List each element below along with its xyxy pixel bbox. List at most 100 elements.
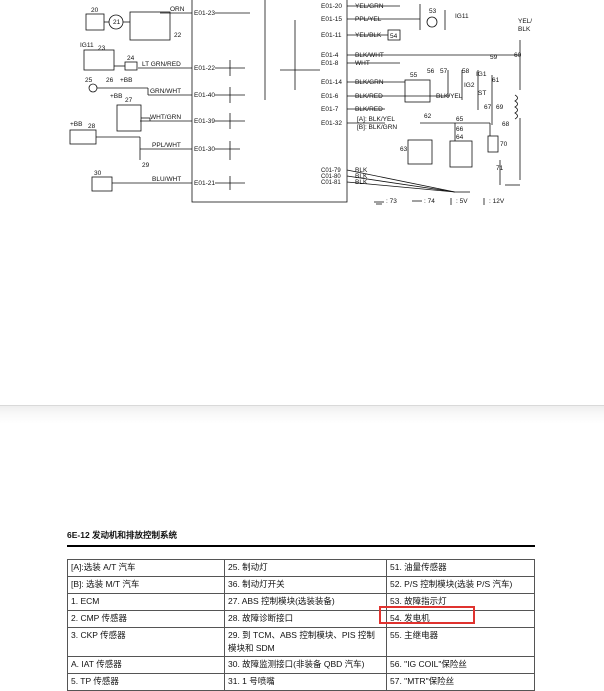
ecm-pin-label: E01-21	[194, 180, 215, 187]
wire-label: BLK/RED	[355, 106, 383, 113]
table-cell: 3. CKP 传感器	[67, 627, 225, 657]
table-cell: [B]: 选装 M/T 汽车	[67, 576, 225, 594]
table-cell: 29. 到 TCM、ABS 控制模块、PIS 控制模块和 SDM	[224, 627, 387, 657]
component-number: 64	[456, 134, 464, 141]
ecm-pin-label: E01-22	[194, 65, 215, 72]
table-row: A. IAT 传感器 30. 故障监测接口(非装备 QBD 汽车) 56. "I…	[67, 656, 535, 674]
component-number: 54	[390, 33, 398, 40]
ecm-pin-label: E01-14	[321, 79, 342, 86]
component-64-box	[449, 140, 473, 168]
table-cell: 30. 故障监测接口(非装备 QBD 汽车)	[224, 656, 387, 674]
misc-label: IG11	[455, 13, 469, 20]
ecm-pin-label: E01-32	[321, 120, 342, 127]
legend-label: : 12V	[489, 198, 505, 205]
component-number: 66	[456, 126, 464, 133]
table-row: 3. CKP 传感器 29. 到 TCM、ABS 控制模块、PIS 控制模块和 …	[67, 627, 535, 657]
table-cell: 51. 油量传感器	[386, 559, 535, 577]
wire-label: BLU/WHT	[152, 176, 181, 183]
table-cell: 31. 1 号喷嘴	[224, 673, 387, 691]
component-30-box	[91, 176, 113, 192]
component-27-box	[116, 104, 142, 132]
ecm-box	[191, 0, 348, 203]
wire-label: YEL/GRN	[355, 3, 384, 10]
highlight-box	[379, 606, 475, 624]
wire-label: PPL/YEL	[355, 16, 382, 23]
component-number: 53	[429, 8, 437, 15]
component-number: 55	[410, 72, 418, 79]
component-number: 30	[94, 170, 102, 177]
component-20-box	[85, 13, 105, 31]
misc-label: +BB	[120, 77, 132, 84]
component-number: 71	[496, 165, 504, 172]
misc-label: +BB	[110, 93, 122, 100]
component-70-box	[487, 135, 499, 153]
table-row: 5. TP 传感器 31. 1 号喷嘴 57. "MTR"保险丝	[67, 673, 535, 691]
misc-label: IG2	[464, 82, 475, 89]
component-number: 21	[113, 19, 121, 26]
component-55-box	[404, 79, 431, 103]
component-number: 59	[490, 54, 498, 61]
table-cell: A. IAT 传感器	[67, 656, 225, 674]
component-23-box	[83, 49, 115, 71]
component-number: 26	[106, 77, 114, 84]
misc-label: IG11	[80, 42, 94, 49]
component-number: 67	[484, 104, 492, 111]
component-number: 28	[88, 123, 96, 130]
component-63-box	[407, 139, 433, 165]
wire-label: WHT	[355, 60, 370, 67]
component-number: 62	[424, 113, 432, 120]
table-cell: 1. ECM	[67, 593, 225, 611]
component-53-lamp	[426, 16, 438, 28]
wire-label: [B]: BLK/GRN	[357, 124, 397, 131]
misc-label: +BB	[70, 121, 82, 128]
legend-label: : 74	[424, 198, 435, 205]
wire-label: BLK	[355, 179, 368, 186]
component-number: 57	[440, 68, 448, 75]
misc-label: BLK	[518, 26, 531, 33]
component-number: 70	[500, 141, 508, 148]
table-row: [A]:选装 A/T 汽车 25. 制动灯 51. 油量传感器	[67, 559, 535, 577]
wire-label: GRN/WHT	[150, 88, 181, 95]
component-number: 60	[514, 52, 522, 59]
table-cell: 55. 主继电器	[386, 627, 535, 657]
ecm-pin-label: E01-15	[321, 16, 342, 23]
table-cell: 2. CMP 传感器	[67, 610, 225, 628]
wire-label: LT GRN/RED	[142, 61, 181, 68]
wiring-diagram: E01-23 E01-22 E01-40 E01-39 E01-30 E01-2…	[69, 0, 532, 205]
table-row: [B]: 选装 M/T 汽车 36. 制动灯开关 52. P/S 控制模块(选装…	[67, 576, 535, 594]
wire-label: BLK/GRN	[355, 79, 384, 86]
ecm-pin-label: E01-30	[194, 146, 215, 153]
wire-label: BLK/RED	[355, 93, 383, 100]
component-28-box	[69, 129, 97, 145]
table-cell: 52. P/S 控制模块(选装 P/S 汽车)	[386, 576, 535, 594]
wire-label: BLK/WHT	[355, 52, 384, 59]
ecm-pin-label: E01-7	[321, 106, 339, 113]
component-number: 56	[427, 68, 435, 75]
component-number: 20	[91, 7, 99, 14]
component-22-box	[129, 11, 171, 41]
wire-label: WHT/GRN	[150, 114, 181, 121]
component-number: 25	[85, 77, 93, 84]
ecm-pin-label: E01-11	[321, 32, 342, 39]
legend-table: [A]:选装 A/T 汽车 25. 制动灯 51. 油量传感器 [B]: 选装 …	[67, 559, 535, 691]
legend-label: : 73	[386, 198, 397, 205]
table-cell: 28. 故障诊断接口	[224, 610, 387, 628]
misc-label: BLK/YEL	[436, 93, 463, 100]
wire-label: BLK	[355, 173, 368, 180]
table-cell: 27. ABS 控制模块(选装装备)	[224, 593, 387, 611]
ecm-pin-label: E01-20	[321, 3, 342, 10]
ecm-pin-label: C01-81	[321, 180, 341, 186]
component-number: 65	[456, 116, 464, 123]
wire-label: YEL/BLK	[355, 32, 382, 39]
component-24-box	[124, 61, 138, 71]
ecm-pin-label: E01-6	[321, 93, 339, 100]
ecm-pin-label: C01-80	[321, 174, 341, 180]
wire-label: ORN	[170, 6, 185, 13]
ecm-pin-label: C01-79	[321, 168, 341, 174]
wire-label: [A]: BLK/YEL	[357, 116, 395, 123]
table-cell: 5. TP 传感器	[67, 673, 225, 691]
wire-label: PPL/WHT	[152, 142, 181, 149]
page-title: 6E-12 发动机和排放控制系统	[67, 529, 535, 547]
table-cell: 57. "MTR"保险丝	[386, 673, 535, 691]
table-cell: [A]:选装 A/T 汽车	[67, 559, 225, 577]
